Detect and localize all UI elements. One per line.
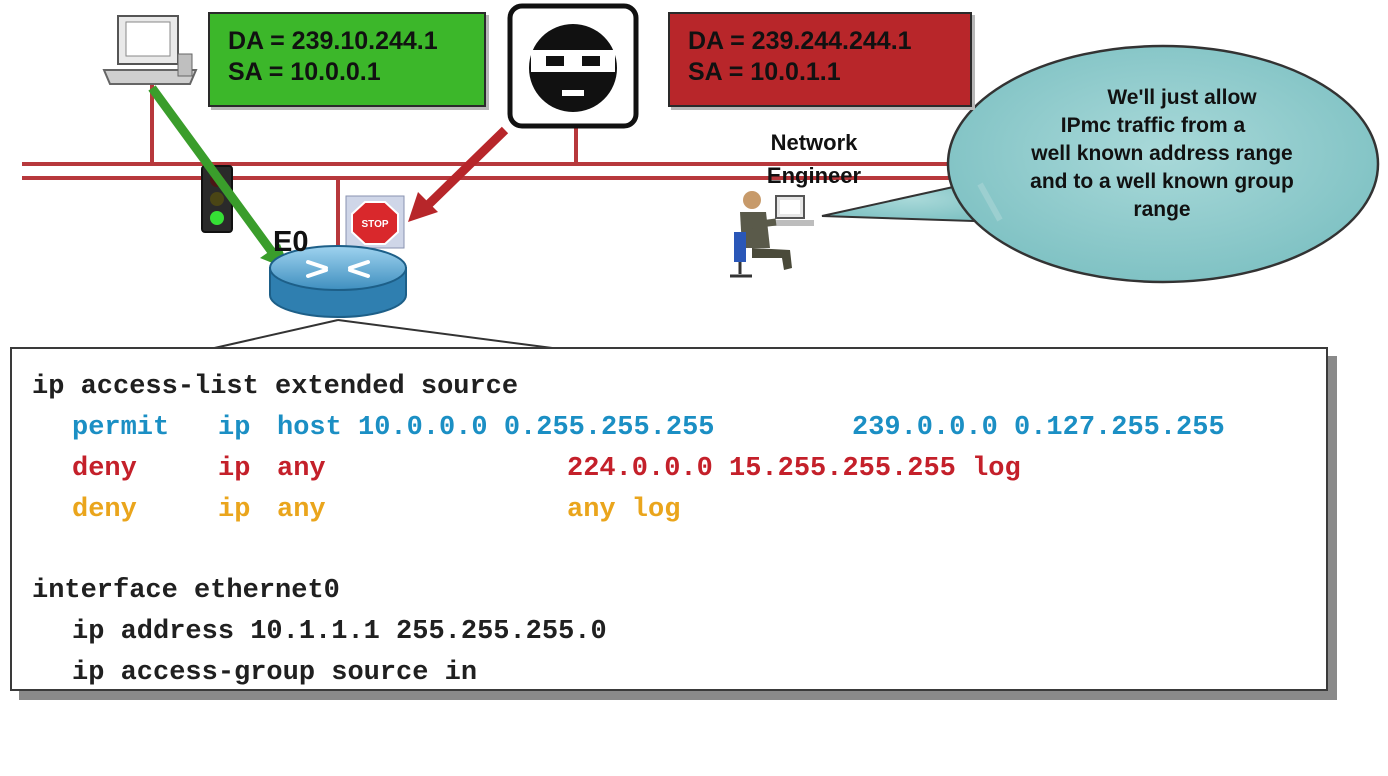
denied-packet-box: DA = 239.244.244.1 SA = 10.0.1.1 (668, 12, 972, 107)
acl-deny-any-line: deny ip any any log (32, 490, 1326, 531)
bubble-line: and to a well known group (1030, 170, 1294, 193)
acl-deny-group-line: deny ip any 224.0.0.0 15.255.255.255 log (32, 449, 1326, 490)
speech-bubble-text: We'll just allow IPmc traffic from a wel… (962, 84, 1362, 224)
denied-traffic-arrow (408, 126, 509, 222)
engineer-label: Network Engineer (748, 126, 880, 192)
permit-proto: ip (218, 413, 251, 443)
permit-action: permit (72, 413, 170, 443)
stop-sign-icon: STOP (345, 195, 405, 249)
engineer-label-line1: Network (770, 130, 858, 155)
access-group-text: ip access-group source in (72, 658, 478, 688)
interface-header-line: interface ethernet0 (32, 576, 340, 606)
bubble-line: IPmc traffic from a (1060, 114, 1246, 137)
bubble-line: range (1133, 198, 1191, 221)
svg-text:STOP: STOP (361, 219, 388, 230)
speech-bubble (821, 44, 1380, 284)
bubble-line: well known address range (1031, 142, 1293, 165)
deny-group-proto: ip (218, 454, 251, 484)
network-diagram: STOP (22, 3, 1380, 350)
acl-permit-line: permit ip host 10.0.0.0 0.255.255.255 23… (32, 408, 1326, 449)
deny-any-action: deny (72, 495, 137, 525)
config-panel: ip access-list extended source permit ip… (10, 347, 1328, 691)
permit-dst: 239.0.0.0 0.127.255.255 (852, 413, 1225, 443)
interface-label: E0 (273, 226, 309, 258)
network-engineer-icon (730, 191, 814, 278)
host-computer-icon (102, 15, 198, 85)
deny-group-action: deny (72, 454, 137, 484)
deny-any-src: any (277, 495, 326, 525)
permitted-packet-da: DA = 239.10.244.1 (228, 27, 438, 55)
deny-group-dst: 224.0.0.0 15.255.255.255 log (567, 454, 1021, 484)
deny-any-dst: any log (567, 495, 681, 525)
deny-group-src: any (277, 454, 326, 484)
permit-src: host 10.0.0.0 0.255.255.255 (277, 413, 715, 443)
deny-any-proto: ip (218, 495, 251, 525)
hacker-face-icon (507, 3, 639, 129)
denied-packet-da: DA = 239.244.244.1 (688, 27, 912, 55)
permitted-packet-sa: SA = 10.0.0.1 (228, 58, 381, 86)
engineer-label-line2: Engineer (766, 163, 862, 188)
access-group-line: ip access-group source in (32, 653, 1326, 694)
ip-address-text: ip address 10.1.1.1 255.255.255.0 (72, 617, 607, 647)
router-icon (269, 245, 407, 318)
permitted-packet-box: DA = 239.10.244.1 SA = 10.0.0.1 (208, 12, 486, 107)
router-callout (209, 319, 561, 350)
ip-address-line: ip address 10.1.1.1 255.255.255.0 (32, 612, 1326, 653)
bubble-line: We'll just allow (1107, 86, 1257, 109)
ethernet-segment (22, 85, 1000, 272)
denied-packet-sa: SA = 10.0.1.1 (688, 58, 841, 86)
acl-header-line: ip access-list extended source (32, 372, 519, 402)
